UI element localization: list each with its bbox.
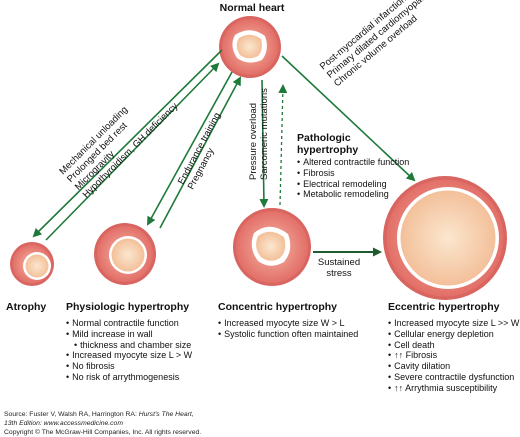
eccentric-feature-list: Increased myocyte size L >> W Cellular e… <box>388 318 519 394</box>
physiologic-feature-list: Normal contractile function Mild increas… <box>66 318 192 383</box>
concentric-stimuli: Pressure overload Sarcomeric mutations <box>248 88 270 180</box>
list-item: Cell death <box>388 340 519 351</box>
arrow-to-atrophy <box>32 49 223 238</box>
list-item: No fibrosis <box>66 361 192 372</box>
eccentric-stimuli: Post-myocardial infarction Primary dilat… <box>318 0 434 89</box>
list-item: Severe contractile dysfunction <box>388 372 519 383</box>
atrophy-heart <box>10 242 54 286</box>
list-item: Altered contractile function <box>297 157 409 168</box>
normal-heart <box>219 16 281 78</box>
eccentric-title: Eccentric hypertrophy <box>388 301 500 313</box>
arrow-to-concentric <box>259 79 269 208</box>
list-item: Fibrosis <box>297 168 409 179</box>
concentric-stimulus-1: Pressure overload <box>248 103 259 180</box>
pathologic-heading-1: Pathologic <box>297 132 351 144</box>
source-prefix: Source: Fuster V, Walsh RA, Harrington R… <box>4 411 139 418</box>
sustained-label-1: Sustained <box>318 257 360 268</box>
list-item: Systolic function often maintained <box>218 329 358 340</box>
normal-heart-label: Normal heart <box>220 2 285 14</box>
concentric-feature-list: Increased myocyte size W > L Systolic fu… <box>218 318 358 340</box>
list-item: No risk of arrythmogenesis <box>66 372 192 383</box>
eccentric-heart <box>383 176 507 300</box>
list-item: Increased myocyte size L > W <box>66 350 192 361</box>
sustained-label-2: stress <box>326 268 352 279</box>
list-item: Increased myocyte size L >> W <box>388 318 519 329</box>
copyright-line: Copyright © The McGraw-Hill Companies, I… <box>4 429 202 436</box>
arrow-to-physiologic <box>147 71 233 226</box>
list-item: Normal contractile function <box>66 318 192 329</box>
arrow-from-atrophy <box>45 62 220 241</box>
list-item: Mild increase in wall <box>66 329 192 340</box>
list-item: Cavity dilation <box>388 361 519 372</box>
physiologic-title: Physiologic hypertrophy <box>66 301 189 313</box>
list-item: Increased myocyte size W > L <box>218 318 358 329</box>
list-item: Electrical remodeling <box>297 179 409 190</box>
list-item: thickness and chamber size <box>66 340 192 351</box>
list-item: ↑↑ Fibrosis <box>388 350 519 361</box>
list-item: Cellular energy depletion <box>388 329 519 340</box>
dashed-return-arrow <box>278 84 288 206</box>
atrophy-stimuli: Mechanical unloading Prolonged bed rest … <box>57 101 180 201</box>
pathologic-heading-2: hypertrophy <box>297 144 358 156</box>
concentric-heart <box>233 208 311 286</box>
list-item: Metabolic remodeling <box>297 189 409 200</box>
source-line-2: 13th Edition: www.accessmedicine.com <box>4 420 123 427</box>
physiologic-heart <box>94 223 156 285</box>
source-title: Hurst's The Heart, <box>138 411 194 418</box>
arrow-from-physiologic <box>159 76 241 229</box>
concentric-title: Concentric hypertrophy <box>218 301 337 313</box>
list-item: ↑↑ Arrythmia susceptibility <box>388 383 519 394</box>
source-line-1: Source: Fuster V, Walsh RA, Harrington R… <box>4 411 194 418</box>
atrophy-title: Atrophy <box>6 301 46 313</box>
concentric-stimulus-2: Sarcomeric mutations <box>259 88 270 180</box>
pathologic-feature-list: Altered contractile function Fibrosis El… <box>297 157 409 200</box>
